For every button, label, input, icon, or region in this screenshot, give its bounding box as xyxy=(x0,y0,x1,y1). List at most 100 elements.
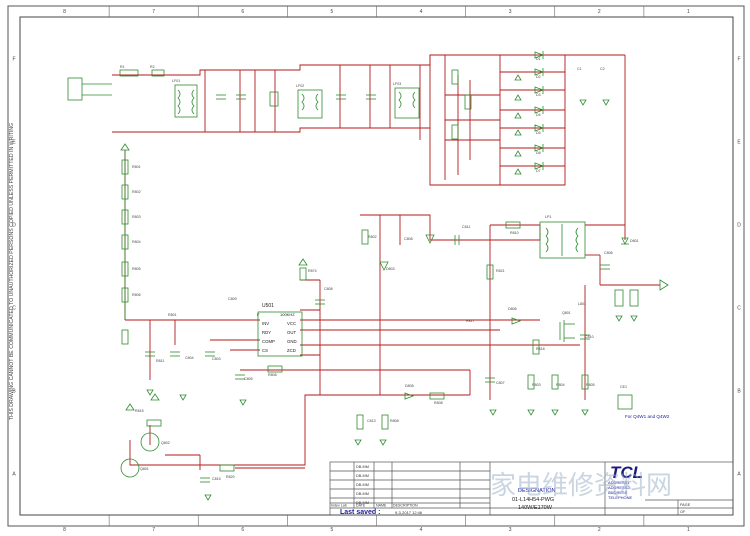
column-marker: 1 xyxy=(687,527,690,533)
pfc-inductor xyxy=(539,221,586,259)
column-marker: 3 xyxy=(509,527,512,533)
x-capacitors xyxy=(216,69,472,140)
svg-text:NAME: NAME xyxy=(376,504,387,508)
svg-text:D803: D803 xyxy=(386,267,395,271)
row-marker: F xyxy=(737,57,740,63)
svg-text:C803: C803 xyxy=(212,357,221,361)
revision-row-name: DB-MM xyxy=(356,492,369,496)
ic-ref: U501 xyxy=(262,303,274,309)
rectifier-diodes xyxy=(534,51,545,170)
svg-text:DATE: DATE xyxy=(356,504,366,508)
svg-text:C805: C805 xyxy=(244,377,253,381)
svg-text:D4: D4 xyxy=(536,113,541,117)
boost-diode xyxy=(621,237,629,245)
svg-text:C806: C806 xyxy=(604,251,613,255)
brand-logo: TCL xyxy=(610,463,643,482)
svg-text:C1: C1 xyxy=(577,67,582,71)
output-arrow xyxy=(659,279,669,291)
pfc-diode xyxy=(379,261,389,271)
row-marker: D xyxy=(12,223,16,229)
ac-input-connector xyxy=(67,77,83,101)
svg-text:LP1: LP1 xyxy=(545,215,551,219)
line-filter-choke xyxy=(174,84,198,118)
pfc-mosfet xyxy=(559,320,575,342)
svg-text:D7: D7 xyxy=(536,169,541,173)
column-marker: 5 xyxy=(331,9,334,15)
revision-row-name: DB-MM xyxy=(356,465,369,469)
svg-text:C810: C810 xyxy=(585,335,594,339)
svg-text:R817: R817 xyxy=(466,319,475,323)
q4w-connector xyxy=(617,394,633,410)
ic-pin-out: OUT xyxy=(287,330,296,335)
outer-border xyxy=(7,5,745,527)
row-marker: E xyxy=(12,140,16,146)
svg-text:R808: R808 xyxy=(268,373,277,377)
svg-text:DESCRIPTION: DESCRIPTION xyxy=(393,504,418,508)
column-marker: 5 xyxy=(331,527,334,533)
transistor-q1 xyxy=(140,432,160,452)
ic-pin-gnd: GND xyxy=(287,339,297,344)
row-marker: F xyxy=(12,57,15,63)
svg-text:D1: D1 xyxy=(536,57,541,61)
ic-freq: 100KHZ xyxy=(280,312,295,317)
svg-text:ADDRESS2: ADDRESS2 xyxy=(608,485,630,490)
svg-text:R874: R874 xyxy=(308,269,317,273)
last-saved-value: 9-3-2017 12:46 xyxy=(395,510,423,515)
pfc-controller-ic xyxy=(257,311,303,357)
row-marker: E xyxy=(737,140,741,146)
svg-text:D3: D3 xyxy=(536,93,541,97)
components-green xyxy=(67,51,669,501)
svg-text:C804: C804 xyxy=(185,356,194,360)
svg-text:R804: R804 xyxy=(132,240,141,244)
svg-text:R811: R811 xyxy=(156,359,164,363)
svg-text:R802: R802 xyxy=(368,235,377,239)
svg-text:C811: C811 xyxy=(462,225,470,229)
svg-text:R805: R805 xyxy=(132,267,141,271)
svg-text:LF03: LF03 xyxy=(393,82,401,86)
row-marker: C xyxy=(737,306,741,312)
svg-text:R803: R803 xyxy=(532,383,541,387)
svg-text:R2: R2 xyxy=(150,65,155,69)
ic-pin-rdy: RDY xyxy=(262,330,271,335)
side-copyright-note: THIS DRAWING CANNOT BE COMMUNICATED TO U… xyxy=(9,123,15,420)
row-marker: C xyxy=(12,306,16,312)
column-marker: 2 xyxy=(598,9,601,15)
svg-text:D6: D6 xyxy=(536,151,541,155)
pfc-choke-2 xyxy=(394,87,420,119)
svg-text:R802: R802 xyxy=(132,190,141,194)
svg-text:D801: D801 xyxy=(630,239,639,243)
svg-text:D806: D806 xyxy=(508,307,517,311)
svg-text:C808: C808 xyxy=(404,237,413,241)
svg-text:ADDRESS1: ADDRESS1 xyxy=(608,480,630,485)
ic-pin-inv: INV xyxy=(262,321,269,326)
ic-pin-cs: CS xyxy=(262,348,268,353)
svg-text:Q801: Q801 xyxy=(562,311,571,315)
ic-pin-comp: COMP xyxy=(262,339,275,344)
svg-text:D808: D808 xyxy=(405,384,414,388)
watermark: 家电维修资料网 xyxy=(490,470,672,500)
svg-text:D2: D2 xyxy=(536,75,541,79)
inner-border xyxy=(19,16,734,516)
column-marker: 3 xyxy=(509,9,512,15)
svg-text:R808: R808 xyxy=(390,419,399,423)
svg-text:R818: R818 xyxy=(536,347,545,351)
svg-text:R820: R820 xyxy=(226,475,235,479)
svg-text:C809: C809 xyxy=(228,297,237,301)
svg-text:CE1: CE1 xyxy=(620,385,627,389)
svg-text:Index Lab: Index Lab xyxy=(331,504,347,508)
svg-text:R803: R803 xyxy=(132,215,141,219)
svg-text:R801: R801 xyxy=(168,313,177,317)
svg-text:TELEPHONE: TELEPHONE xyxy=(608,495,633,500)
svg-text:R801: R801 xyxy=(132,165,141,169)
address-block: ADDRESS1 ADDRESS2 ADDRESS TELEPHONE xyxy=(608,480,633,500)
q4w-note: For Q4W1 and Q4W2 xyxy=(625,414,670,419)
column-marker: 1 xyxy=(687,9,690,15)
column-marker: 7 xyxy=(152,527,155,533)
svg-text:R1: R1 xyxy=(120,65,125,69)
svg-text:ADDRESS: ADDRESS xyxy=(608,490,628,495)
column-marker: 7 xyxy=(152,9,155,15)
pfc-choke-1 xyxy=(297,89,323,119)
svg-text:LF01: LF01 xyxy=(172,79,180,83)
svg-text:L801: L801 xyxy=(578,302,586,306)
